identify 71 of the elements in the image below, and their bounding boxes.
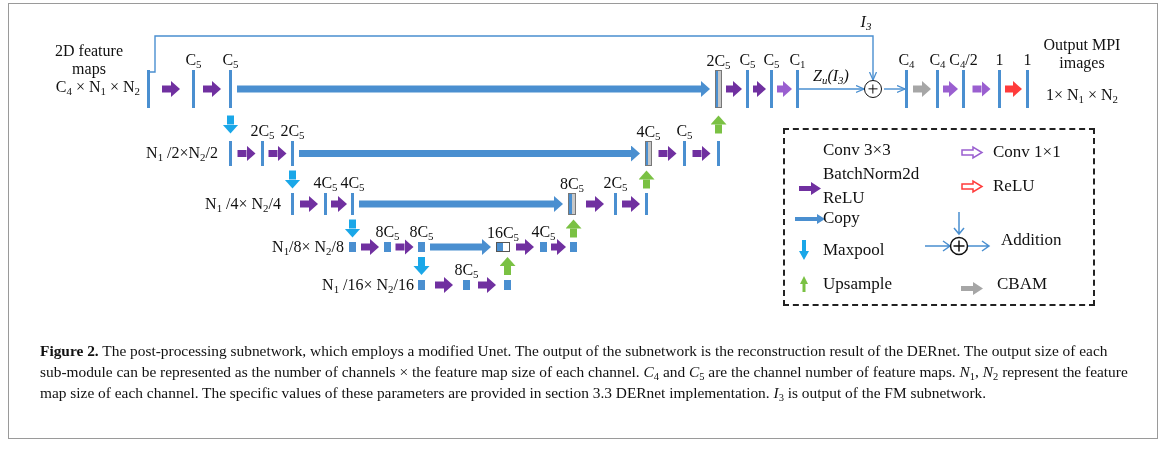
legend-label: Addition [1001,229,1063,251]
channel-label: C$_{5}$ [676,122,693,140]
figure-caption: Figure 2. The post-processing subnetwork, which employs a modified Unet. The output of the subnetwork is the reconstruction result of the DERnet. The output size of each sub-module can be represented as the number of channels × the feature map size of each channel. C$_{4}$ and C$_{5}$ are the channel number of feature maps. N$_{1}$, N$_{2}$ represent the feature map size of each channel. The specific values of these parameters are provided in section 3.3 DERnet implementation. I$_{3}$ is output of the FM subnetwork. [40,341,1129,403]
channel-label: 2C$_{5}$ [250,122,275,140]
size-label: Output MPI images [1042,36,1122,72]
channel-label: 8C$_{5}$ [454,261,479,279]
channel-label: C$_{4}$ [898,51,915,69]
arrow [692,145,711,162]
arrow [222,115,239,134]
channel-label: C$_{1}$ [789,51,806,69]
feature-map-bar [229,141,232,166]
size-label: C$_{4}$ × N$_{1}$ × N$_{2}$ [54,78,140,96]
size-label: N$_{1}$/8× N$_{2}$/8 [271,237,344,257]
legend-label: Conv 3×3 BatchNorm2d ReLU [823,139,921,209]
arrow [943,81,958,97]
legend-label: ReLU [993,175,1036,197]
size-label: 2D feature maps [54,42,124,78]
channel-label: 8C$_{5}$ [559,175,585,193]
arrow [268,145,287,162]
channel-label: 4C$_{5}$ [531,223,556,241]
feature-map-bar [504,280,511,290]
legend-label: Maxpool [823,239,886,261]
channel-label: 2C$_{5}$ [706,52,731,70]
arrow [284,170,301,189]
addition-circle [864,80,882,98]
channel-label: 8C$_{5}$ [409,223,434,241]
channel-label: C$_{4}$ [929,51,946,69]
arrow [883,84,906,94]
arrow [658,145,677,162]
channel-label: C$_{5}$ [222,51,239,69]
size-label: N$_{1}$ /4× N$_{2}$/4 [204,194,281,214]
arrow [565,219,582,238]
channel-label: 8C$_{5}$ [375,223,400,241]
legend-label: Upsample [823,273,893,295]
arrow [972,81,991,97]
feature-map-bar [645,193,648,215]
arrow [551,239,566,255]
channel-label: C$_{5}$ [185,51,202,69]
channel-label: 16C$_{5}$ [486,224,520,242]
arrow [638,170,655,189]
arrow [753,81,766,97]
channel-label: C$_{5}$ [763,51,780,69]
feature-map-bar [418,280,425,290]
arrow [777,81,792,97]
channel-label: 2C$_{5}$ [603,174,628,192]
size-label: 1× N$_{1}$ × N$_{2}$ [1045,86,1119,104]
arrow [395,239,414,255]
legend-label: Conv 1×1 [993,141,1062,163]
channel-label: 1 [995,51,1004,69]
edge-label: I$_{3}$ [859,13,873,31]
size-label: N$_{1}$ /2×N$_{2}$/2 [145,143,218,163]
size-label: N$_{1}$ /16× N$_{2}$/16 [321,275,414,295]
channel-label: 4C$_{5}$ [636,123,661,141]
arrow [237,145,256,162]
feature-map-bar [717,141,720,166]
feature-map-bar [349,242,356,252]
channel-label: 1 [1023,51,1032,69]
channel-label: 2C$_{5}$ [280,122,305,140]
channel-label: 4C$_{5}$ [313,174,338,192]
channel-label: C$_{4}$/2 [949,51,978,69]
edge-label: Z$_{u}$(I$_{3}$) [812,67,850,85]
legend-label: CBAM [997,273,1049,295]
channel-label: 4C$_{5}$ [340,174,365,192]
legend-label: Copy [823,207,861,229]
arrow [710,115,727,134]
feature-map-bar [570,242,577,252]
arrow [149,35,878,81]
channel-label: C$_{5}$ [739,51,756,69]
feature-map-bar [291,193,294,215]
arrow [798,84,865,94]
arrow [344,219,361,238]
